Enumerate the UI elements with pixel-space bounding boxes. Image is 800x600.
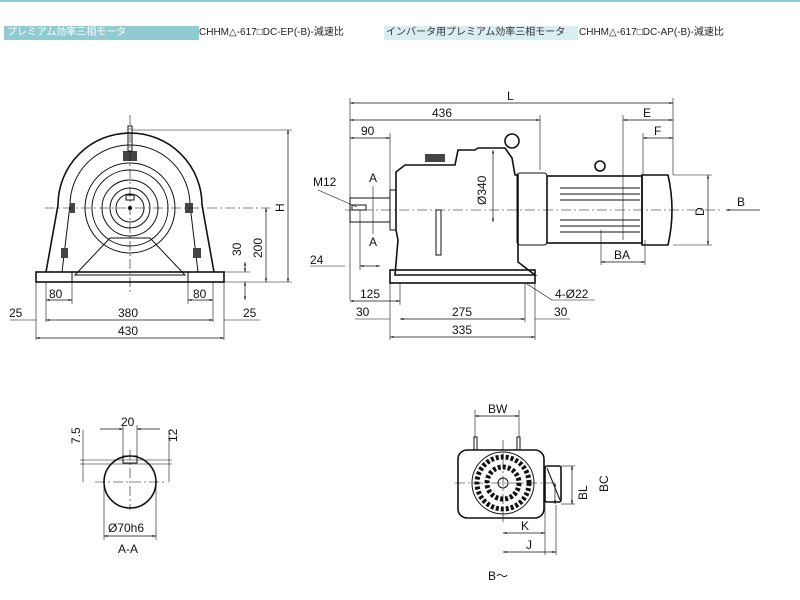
dim-H: H [273,203,287,212]
top-accent-line [0,0,800,2]
view-b: BW BC BL K J B～ [455,402,611,583]
dim-125: 125 [360,287,380,301]
dim-K: K [521,519,529,533]
dim-25-right: 25 [243,306,257,320]
dim-275: 275 [452,305,472,319]
section-mark-A-bottom: A [369,235,377,249]
dim-380: 380 [118,306,138,320]
label-mounting-holes: 4-Ø22 [555,287,589,301]
dim-F: F [654,124,661,138]
view-arrow-B: B [737,195,745,209]
dim-dia-340: Ø340 [475,175,489,205]
front-view: H 200 30 80 80 380 430 25 25 [9,115,292,340]
terminal-box [544,465,562,503]
dim-24: 24 [310,253,324,267]
dim-430: 430 [118,324,138,338]
dim-7-5: 7.5 [69,427,83,444]
section-a-a: 20 7.5 12 Ø70h6 A-A [69,415,180,556]
dim-90: 90 [361,124,375,138]
dim-30-right: 30 [554,305,568,319]
motor-flange [516,172,548,246]
caption-view-b: B～ [488,569,508,583]
motor-rear [457,449,545,519]
dim-shaft-dia: Ø70h6 [108,521,144,535]
dim-BC: BC [597,475,611,492]
housing-foot-cutout [73,237,187,276]
motor-fan-cover [641,174,673,246]
dim-key-20: 20 [121,415,135,429]
side-view: L 436 90 E F M12 A A 24 Ø340 D B BA 125 … [310,89,760,340]
dim-BW: BW [488,402,508,416]
dim-80-left: 80 [49,287,63,301]
dim-E: E [643,106,651,120]
lifting-eye [504,133,520,149]
label-M12: M12 [313,175,337,189]
motor-body [546,175,643,244]
dim-30: 30 [230,242,244,256]
model-code-inverter: CHHM△-617□DC-AP(-B)-減速比 [579,27,724,38]
dim-J: J [526,538,532,552]
dim-25-left: 25 [9,306,23,320]
reducer-housing [394,147,538,276]
dim-30-left: 30 [356,305,370,319]
caption-a-a: A-A [118,542,138,556]
dim-BL: BL [576,485,590,500]
section-mark-A-top: A [369,171,377,185]
series-tag-premium: プレミアム効率三相モータ [4,26,199,40]
dim-L: L [507,89,514,103]
dim-436: 436 [432,106,452,120]
dim-335: 335 [452,323,472,337]
side-base [389,269,536,284]
dim-D: D [693,207,707,216]
dim-BA: BA [614,248,630,262]
series-tag-inverter: インバータ用プレミアム効率三相モータ [384,26,578,40]
dim-200: 200 [251,238,265,258]
model-code-premium: CHHM△-617□DC-EP(-B)-減速比 [199,27,344,38]
dim-80-right: 80 [193,287,207,301]
dim-12: 12 [166,428,180,442]
